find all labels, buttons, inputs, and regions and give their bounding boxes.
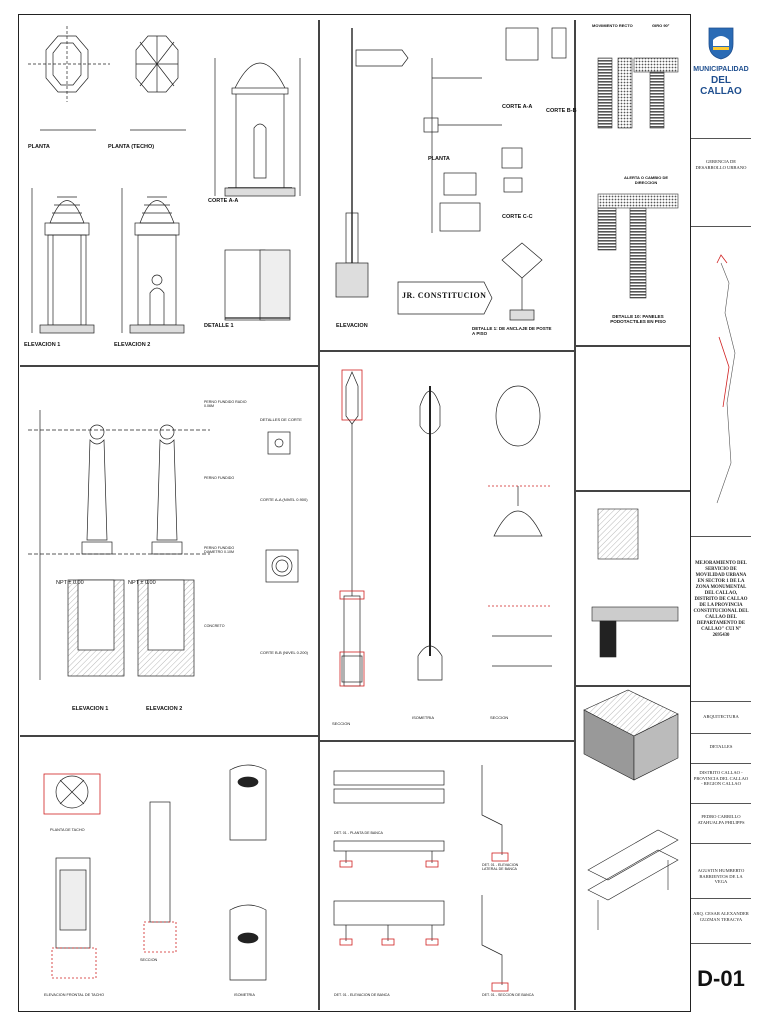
office-name: GERENCIA DE DESARROLLO URBANO (695, 159, 747, 170)
label-detalle-podotactil: DETALLE 10: PANELES PODOTACTILES EN PISO (610, 314, 666, 325)
plan-name: DETALLES (709, 744, 733, 749)
note-1: PERNO FUNDIDO RADIO 0.06M (204, 400, 247, 409)
project-cell: MEJORAMIENTO DEL SERVICIO DE MOVILIDAD U… (691, 537, 751, 702)
panel-lamp: SECCION ISOMETRIA SECCION (322, 356, 572, 736)
trash-bin-drawing (43, 764, 267, 981)
divider (320, 740, 574, 742)
municipality-name-line2: DEL CALLAO (700, 75, 742, 97)
label-elevacion-tacho: ELEVACION FRONTAL DE TACHO (44, 993, 105, 997)
note-2: PERNO FUNDIDO (204, 476, 235, 480)
label-nivel-b: NPT ± 0.00 (128, 580, 156, 586)
specialty: ARQUITECTURA (703, 714, 739, 719)
note-3: PERNO FUNDIDO DIAMETRO 0.10M (204, 546, 235, 555)
municipality-seal-icon (708, 27, 734, 60)
label-seccion-tacho: SECCION (140, 958, 158, 962)
label-det-4: DET. 01 - SECCION DE BANCA (482, 993, 534, 997)
label-elevacion-1: ELEVACION 1 (24, 342, 61, 348)
header-recto: MOVIMIENTO RECTO (592, 23, 633, 28)
panel-sign: JR. CONSTITUCION PLANTA ELEVACION CORTE … (322, 18, 577, 348)
location: DISTRITO CALLAO - PROVINCIA DEL CALLAO -… (693, 770, 749, 787)
header-giro: GIRO 90° (652, 23, 670, 28)
panel-bollard: ELEVACION 1 ELEVACION 2 NPT ± 0.00 NPT ±… (20, 370, 316, 732)
label-det-3: DET. 01 - ELEVACION LATERAL DE BANCA (482, 863, 519, 872)
label-detalle-poste: DETALLE 1: DE ANCLAJE DE POSTE A PISO (472, 326, 552, 337)
panel-kiosk: PLANTA PLANTA (TECHO) CORTE A-A ELEVACIO… (20, 18, 316, 363)
divider (20, 365, 318, 367)
sheet-code-cell: D-01 (691, 944, 751, 1012)
panel-paving (578, 495, 688, 683)
bollard-drawing (28, 410, 299, 680)
label-corte-cc: CORTE C-C (502, 214, 533, 220)
municipality-name-line1: MUNICIPALIDAD (693, 66, 749, 73)
kiosk-plan-drawing (28, 26, 301, 334)
location-cell: DISTRITO CALLAO - PROVINCIA DEL CALLAO -… (691, 764, 751, 804)
label-planta: PLANTA (428, 156, 450, 162)
paving-drawing (591, 508, 679, 658)
project-title: MEJORAMIENTO DEL SERVICIO DE MOVILIDAD U… (693, 561, 749, 638)
office-cell: GERENCIA DE DESARROLLO URBANO (691, 139, 751, 227)
divider (20, 735, 318, 737)
bench-drawing (333, 765, 509, 992)
label-seccion-2: SECCION (490, 715, 509, 720)
label-detalle-corte: DETALLES DE CORTE (260, 417, 302, 422)
label-isometria: ISOMETRIA (412, 715, 435, 720)
label-corte-bb: CORTE B-B (NIVEL 0.200) (260, 650, 309, 655)
isometric-drawing (583, 689, 679, 930)
person-1-cell: PEDRO CARRILLO ATAHUALPA PHILIPPS (691, 804, 751, 844)
sign-drawing (335, 27, 567, 321)
title-block-logo-cell: MUNICIPALIDAD DEL CALLAO (691, 14, 751, 139)
label-corte-aa: CORTE A-A (NIVEL 0.900) (260, 497, 308, 502)
label-detalle-1: DETALLE 1 (204, 323, 234, 329)
title-block: MUNICIPALIDAD DEL CALLAO GERENCIA DE DES… (690, 14, 751, 1012)
sheet-code: D-01 (697, 966, 745, 991)
plan-name-cell: DETALLES (691, 734, 751, 764)
label-planta: PLANTA (28, 144, 50, 150)
divider (576, 345, 690, 347)
label-elevacion: ELEVACION (336, 323, 368, 329)
key-plan-map (716, 254, 736, 504)
label-isometria-tacho: ISOMETRIA (234, 993, 255, 997)
divider (320, 350, 574, 352)
label-elevacion-2: ELEVACION 2 (146, 706, 183, 712)
label-corte-bb: CORTE B-B (546, 108, 577, 114)
panel-isometric (578, 689, 688, 1010)
label-seccion-1: SECCION (332, 721, 351, 726)
label-corte-aa: CORTE A-A (502, 104, 533, 110)
label-elevacion-1: ELEVACION 1 (72, 706, 109, 712)
person-1: PEDRO CARRILLO ATAHUALPA PHILIPPS (697, 814, 745, 825)
specialty-cell: ARQUITECTURA (691, 702, 751, 734)
panel-trash: PLANTA DE TACHO ELEVACION FRONTAL DE TAC… (20, 740, 316, 1010)
label-planta-tacho: PLANTA DE TACHO (50, 828, 85, 832)
lamp-drawing (339, 369, 552, 687)
label-planta-techo: PLANTA (TECHO) (108, 144, 155, 150)
divider (318, 20, 320, 1010)
label-nivel-a: NPT ± 0.00 (56, 580, 84, 586)
street-name-label: JR. CONSTITUCION (402, 291, 487, 300)
label-det-2: DET. 01 - ELEVACION DE BANCA (334, 993, 390, 997)
label-corte-aa: CORTE A-A (208, 198, 239, 204)
person-2: AGUSTIN HUMBERTO BARRIENTOS DE LA VEGA (697, 868, 745, 885)
label-elevacion-2: ELEVACION 2 (114, 342, 151, 348)
divider (576, 490, 690, 492)
person-2-cell: AGUSTIN HUMBERTO BARRIENTOS DE LA VEGA (691, 844, 751, 899)
note-4: CONCRETO (204, 624, 225, 628)
label-alerta: ALERTA O CAMBIO DE DIRECCION (624, 175, 668, 185)
divider (576, 685, 690, 687)
label-det-1: DET. 01 - PLANTA DE BANCA (334, 831, 383, 835)
panel-bench: DET. 01 - PLANTA DE BANCA DET. 01 - ELEV… (322, 745, 572, 1010)
tactile-paving-drawing (597, 57, 679, 299)
divider (574, 20, 576, 1010)
key-plan-cell (691, 227, 751, 537)
panel-tactile: MOVIMIENTO RECTO GIRO 90° ALERTA O CAMBI… (578, 18, 688, 343)
person-3-cell: ARQ. CESAR ALEXANDER GUZMAN TERACYA (691, 899, 751, 944)
person-3: ARQ. CESAR ALEXANDER GUZMAN TERACYA (693, 911, 749, 922)
